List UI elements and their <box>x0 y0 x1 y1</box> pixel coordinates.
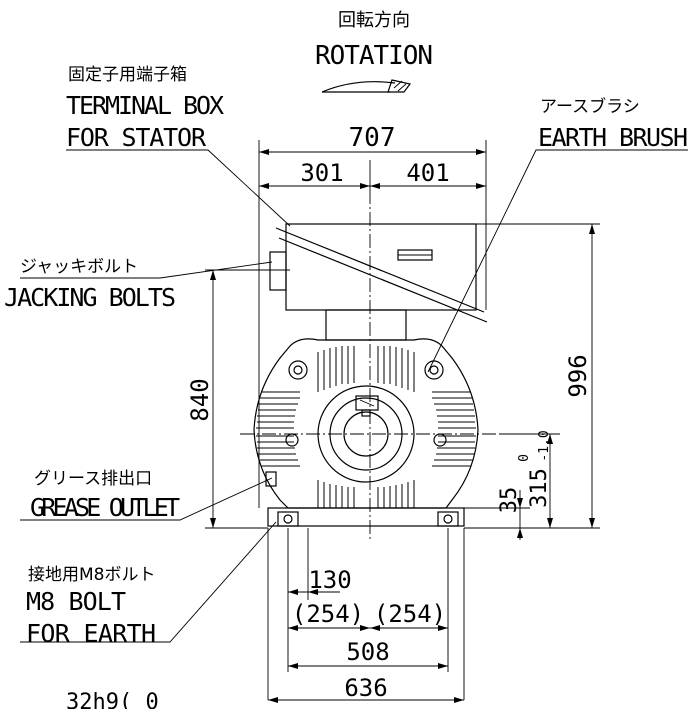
lifting-lug-right <box>424 360 444 380</box>
terminal-box-label-en-1: TERMINAL BOX <box>66 91 224 120</box>
lifting-lug-left <box>288 360 308 380</box>
dim-508: 508 <box>346 638 389 666</box>
stator-frame <box>253 338 479 509</box>
dim-130: 130 <box>308 566 351 594</box>
earth-bolt-label-en-1: M8 BOLT <box>26 587 126 616</box>
dim-401: 401 <box>406 159 449 187</box>
earth-bolt-label-jp: 接地用M8ボルト <box>28 565 155 585</box>
foot-left <box>277 511 299 527</box>
rotation-label-jp: 回転方向 <box>338 10 410 31</box>
earth-brush <box>355 395 379 411</box>
terminal-box-label-jp: 固定子用端子箱 <box>68 65 187 85</box>
dim-35: 35 <box>497 487 522 514</box>
dimension-lines <box>205 140 600 703</box>
base-feet <box>267 507 465 527</box>
dim-707: 707 <box>349 123 396 153</box>
dim-840: 840 <box>186 378 214 421</box>
foot-right <box>437 511 459 527</box>
rotation-arrow <box>321 79 412 93</box>
dim-315-tol-upper: 0 <box>517 454 532 462</box>
earth-brush-label-en: EARTH BRUSH <box>538 123 688 152</box>
cooling-fins-right <box>432 391 476 467</box>
leader-lines <box>20 149 688 643</box>
jacking-bolts-label-jp: ジャッキボルト <box>20 257 138 277</box>
shaft <box>343 411 389 457</box>
motor-body <box>253 223 488 527</box>
grease-outlet <box>265 471 277 487</box>
dim-315: 315 <box>527 468 552 508</box>
earth-brush-label-jp: アースブラシ <box>540 96 640 117</box>
keyway-label: 32h9( 0 <box>66 690 159 709</box>
dim-254-left: (254) <box>292 600 364 628</box>
dim-301: 301 <box>300 159 343 187</box>
grease-outlet-label-en: GREASE OUTLET <box>30 493 180 522</box>
dim-254-right: (254) <box>374 600 446 628</box>
jacking-bolts-label-en: JACKING BOLTS <box>4 283 176 312</box>
jacking-bolt-block <box>269 251 287 291</box>
cooling-fins-top <box>317 346 415 392</box>
terminal-box-label-en-2: FOR STATOR <box>66 123 207 152</box>
dim-315-tol-lower: -1.0 <box>537 430 552 461</box>
cooling-fins-left <box>256 391 300 467</box>
grease-outlet-label-jp: グリース排出口 <box>34 469 152 489</box>
dim-996: 996 <box>564 354 592 397</box>
rotation-label-en: ROTATION <box>315 41 433 71</box>
earth-bolt-label-en-2: FOR EARTH <box>26 619 156 648</box>
cooling-fins-bottom <box>317 480 415 508</box>
terminal-box-neck <box>325 309 407 341</box>
dim-636: 636 <box>344 674 387 702</box>
